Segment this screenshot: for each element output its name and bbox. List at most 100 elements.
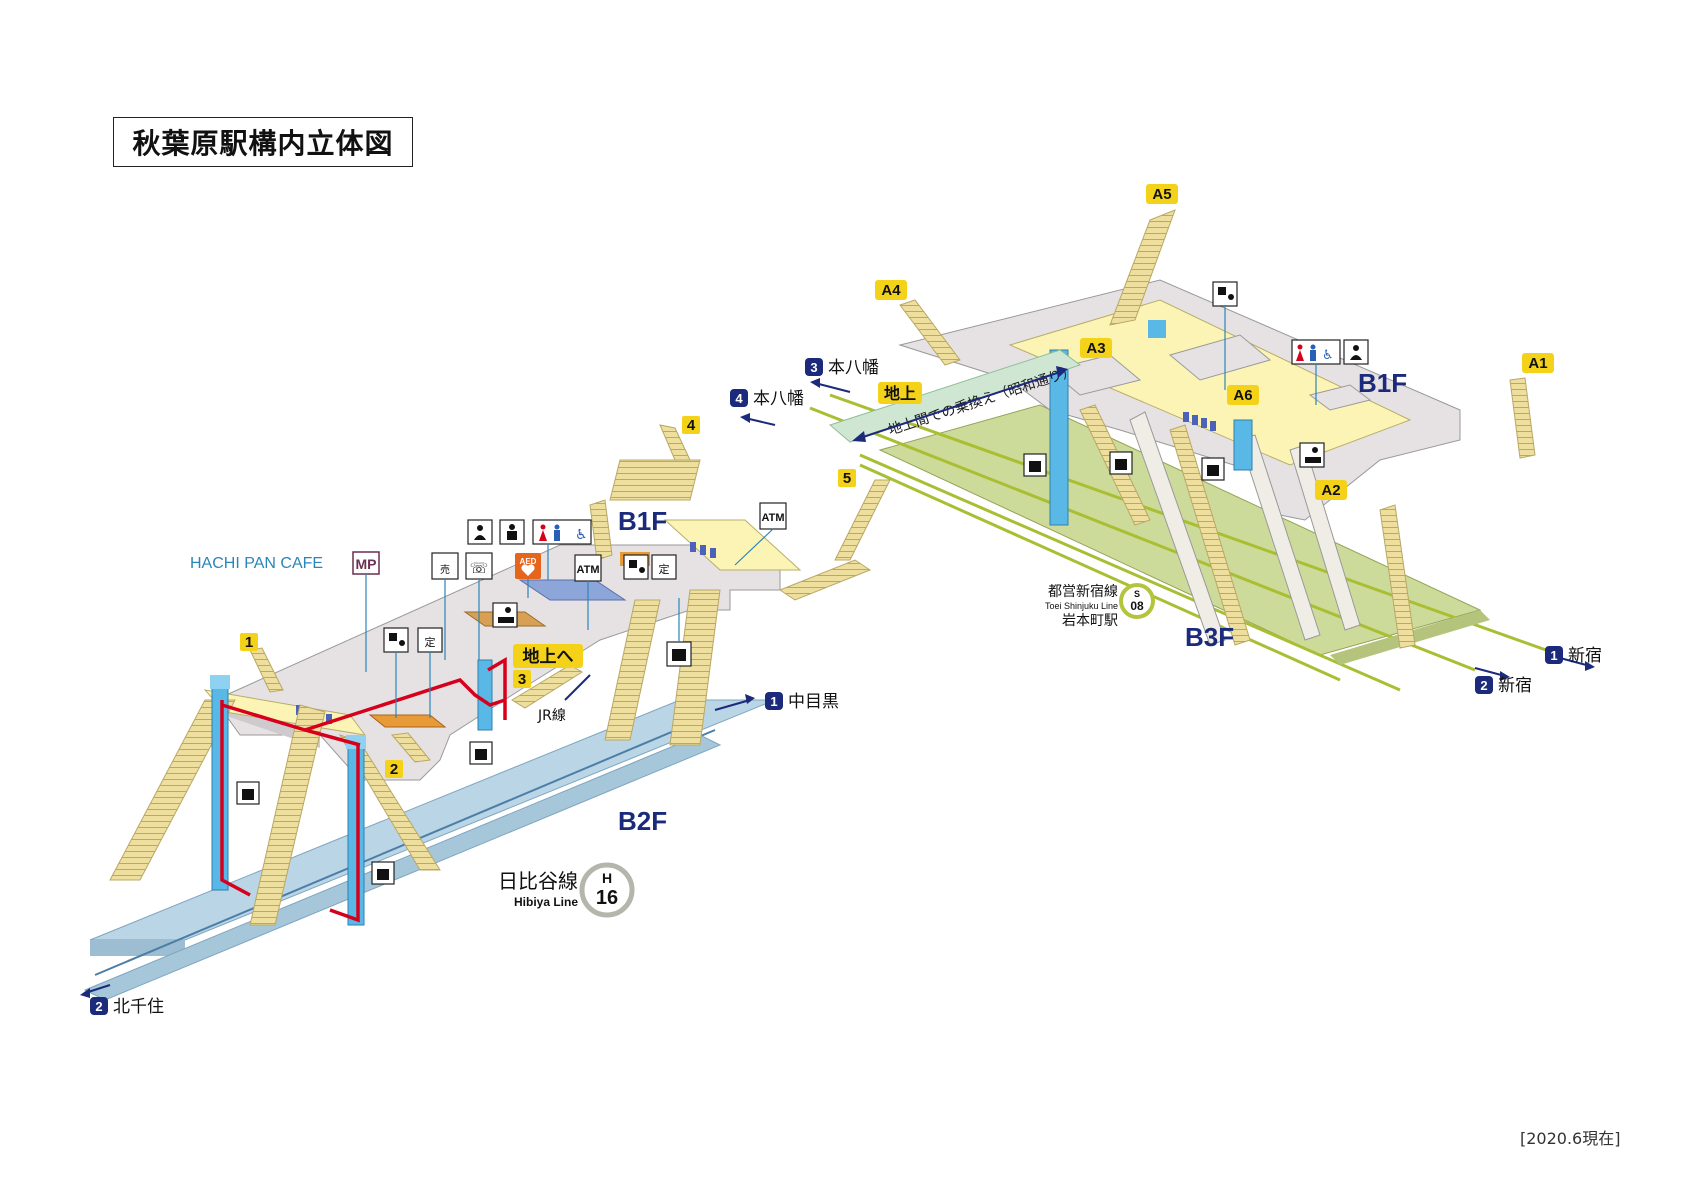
page-title: 秋葉原駅構内立体図 (113, 117, 413, 167)
svg-text:ATM: ATM (576, 564, 599, 576)
shinjuku-code-letter: S (1134, 589, 1140, 599)
atm-icon-center: ATM (574, 554, 602, 630)
accessible-route-left (220, 656, 507, 923)
station-office-icon-right (1299, 442, 1325, 468)
svg-text:A2: A2 (1321, 482, 1340, 499)
svg-text:1: 1 (245, 634, 253, 651)
dest-shinjuku-1: 1 新宿 (1545, 646, 1602, 671)
nursing-room-icon-left (499, 519, 525, 545)
exit-3[interactable]: 3 (513, 670, 531, 688)
jr-arrow (564, 674, 591, 701)
right-elevators (1049, 320, 1253, 526)
svg-text:♿: ♿ (1322, 348, 1334, 363)
floor-label-right-b1f: B1F (1358, 368, 1407, 398)
restroom-icon-right: ♿ (1291, 339, 1341, 405)
left-elevators (210, 659, 493, 926)
shop-icon: 売 (431, 552, 459, 660)
date-note: [2020.6現在] (1520, 1129, 1621, 1148)
exit-4[interactable]: 4 (682, 416, 700, 434)
dest-nakameguro: 1 中目黒 (714, 692, 839, 712)
svg-text:1: 1 (1550, 648, 1557, 663)
svg-text:1: 1 (770, 694, 777, 709)
dest-motoyawata-3: 3 本八幡 (805, 358, 879, 393)
exit-a1[interactable]: A1 (1522, 353, 1554, 373)
svg-text:中目黒: 中目黒 (788, 692, 839, 712)
dest-shinjuku-2: 2 新宿 (1474, 667, 1532, 696)
elevator-icon-1 (469, 741, 493, 765)
svg-text:☏: ☏ (470, 559, 489, 577)
svg-text:地上へ: 地上へ (523, 646, 574, 667)
svg-text:4: 4 (687, 417, 696, 434)
svg-text:2: 2 (1480, 678, 1487, 693)
svg-text:A6: A6 (1233, 387, 1252, 404)
destinations: 1 中目黒 2 北千住 3 本八幡 4 本八幡 1 新宿 2 新宿 (80, 358, 1602, 1017)
svg-text:定: 定 (659, 562, 670, 576)
hibiya-line-badge: 日比谷線 Hibiya Line H 16 (498, 862, 635, 918)
hibiya-name-jp: 日比谷線 (498, 869, 578, 893)
hibiya-code-number: 16 (596, 887, 618, 909)
svg-text:2: 2 (390, 761, 398, 778)
svg-text:3: 3 (810, 360, 817, 375)
aed-icon: AED (515, 553, 541, 598)
shinjuku-code-number: 08 (1130, 599, 1144, 613)
svg-text:新宿: 新宿 (1568, 646, 1602, 666)
svg-text:A1: A1 (1528, 355, 1547, 372)
elevator-icon-2 (236, 781, 260, 805)
phone-icon: ☏ (465, 552, 493, 660)
ticket-machine-icon-center (623, 554, 649, 580)
dest-kitasenju: 2 北千住 (80, 984, 164, 1017)
right-stairs (899, 209, 1536, 649)
elevator-icon-4 (1023, 453, 1047, 477)
station-office-icon-left (492, 602, 518, 628)
svg-text:A5: A5 (1152, 186, 1171, 203)
svg-text:新宿: 新宿 (1498, 676, 1532, 696)
hibiya-name-en: Hibiya Line (514, 895, 578, 909)
svg-text:A3: A3 (1086, 340, 1105, 357)
locker-icon (666, 598, 692, 667)
exit-1[interactable]: 1 (240, 633, 258, 651)
commuter-pass-icon-center: 定 (651, 554, 677, 580)
svg-text:2: 2 (95, 999, 102, 1014)
baby-room-icon-right (1343, 339, 1369, 365)
exit-badges: 1 2 3 4 5 A1 A2 A3 A4 A5 A6 (240, 184, 1554, 778)
svg-text:本八幡: 本八幡 (828, 358, 879, 378)
shinjuku-name-jp: 都営新宿線 (1048, 583, 1118, 600)
svg-text:地上: 地上 (884, 384, 916, 403)
exit-a2[interactable]: A2 (1315, 480, 1347, 500)
commuter-pass-icon-left: 定 (417, 627, 443, 718)
svg-text:5: 5 (843, 470, 851, 487)
elevator-icon-6 (1201, 457, 1225, 481)
baby-room-icon-left (467, 519, 493, 545)
svg-text:MP: MP (356, 556, 377, 572)
left-stairs (109, 424, 891, 926)
svg-text:3: 3 (518, 671, 526, 688)
svg-text:A4: A4 (881, 282, 901, 299)
svg-text:AED: AED (520, 557, 537, 566)
floor-label-right-b3f: B3F (1185, 622, 1234, 652)
to-ground-label: 地上へ (513, 644, 583, 668)
hachi-pan-cafe-label: HACHI PAN CAFE (190, 555, 323, 572)
exit-a5[interactable]: A5 (1146, 184, 1178, 204)
jr-line-label: JR線 (537, 708, 566, 724)
floor-label-left-b2f: B2F (618, 806, 667, 836)
mp-icon: MP (352, 551, 380, 672)
svg-text:定: 定 (425, 635, 436, 649)
ticket-machine-icon-left (383, 627, 409, 718)
exit-a4[interactable]: A4 (875, 280, 907, 300)
ticket-machine-icon-right (1212, 281, 1238, 390)
svg-text:♿: ♿ (575, 527, 588, 543)
atm-icon-right: ATM (734, 502, 787, 566)
svg-text:売: 売 (440, 563, 450, 576)
exit-5[interactable]: 5 (838, 469, 856, 487)
restroom-icon-left: ♿ (532, 519, 592, 580)
exit-2[interactable]: 2 (385, 760, 403, 778)
dest-motoyawata-4: 4 本八幡 (730, 389, 804, 426)
svg-text:北千住: 北千住 (113, 997, 164, 1017)
shinjuku-line-badge: 都営新宿線 Toei Shinjuku Line 岩本町駅 S 08 (1045, 583, 1155, 629)
chijo-label: 地上 (878, 382, 922, 404)
exit-a6[interactable]: A6 (1227, 385, 1259, 405)
floor-label-left-b1f: B1F (618, 506, 667, 536)
shinjuku-station: 岩本町駅 (1062, 613, 1118, 629)
exit-a3[interactable]: A3 (1080, 338, 1112, 358)
